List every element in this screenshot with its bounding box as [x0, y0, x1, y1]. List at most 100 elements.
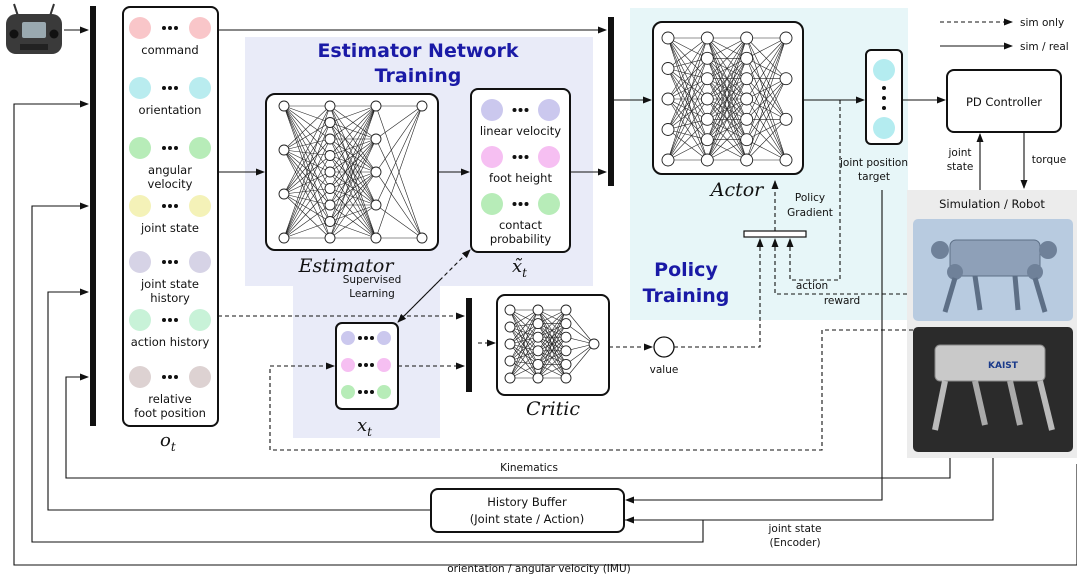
nn-edge	[509, 343, 539, 379]
imu-label: orientation / angular velocity (IMU)	[447, 563, 630, 575]
nn-edge	[375, 204, 423, 239]
nn-node	[740, 31, 754, 45]
nn-edge	[329, 171, 377, 222]
nn-edge	[329, 105, 377, 140]
nn-edge	[329, 105, 377, 239]
nn-node	[700, 72, 714, 86]
nn-edge	[537, 309, 567, 338]
real-robot-icon: KAIST	[932, 344, 1055, 431]
nn-node	[740, 133, 754, 147]
nn-node	[740, 112, 754, 126]
nn-node	[504, 304, 516, 316]
nn-edge	[283, 149, 331, 239]
nn-edge	[509, 326, 539, 365]
nn-edge	[283, 193, 331, 206]
observation-label: foot position	[134, 406, 206, 420]
policy-training-title-2: Training	[643, 285, 730, 307]
nn-edge	[667, 37, 708, 79]
pd-controller-box	[946, 69, 1062, 133]
ellipsis-dot	[512, 155, 517, 159]
nn-edge	[283, 138, 331, 239]
ellipsis-dot	[370, 390, 374, 394]
critic-network	[504, 304, 600, 384]
nn-edge	[509, 326, 539, 352]
feature-node	[129, 309, 151, 331]
nn-edge	[329, 105, 377, 156]
input-bar	[90, 6, 96, 426]
ellipsis-dot	[174, 86, 178, 90]
nn-edge	[329, 138, 377, 239]
nn-node	[324, 216, 336, 227]
actor-network	[661, 31, 793, 167]
target-dot	[882, 86, 886, 90]
ellipsis-dot	[162, 26, 166, 30]
nn-edge	[329, 105, 377, 206]
nn-node	[370, 232, 382, 244]
nn-node	[560, 318, 572, 330]
nn-edge	[329, 221, 377, 239]
observation-symbol: ot	[160, 430, 176, 454]
nn-edge	[509, 343, 539, 365]
observation-label: history	[150, 291, 190, 305]
nn-edge	[667, 58, 708, 69]
true-state-item	[341, 358, 391, 372]
feature-node	[189, 309, 211, 331]
feature-node	[377, 358, 391, 372]
nn-edge	[565, 309, 595, 345]
nn-edge	[707, 98, 747, 161]
nn-node	[661, 92, 675, 106]
gradient-junction	[743, 230, 807, 238]
nn-edge	[329, 105, 377, 123]
ellipsis-dot	[168, 204, 172, 208]
observation-item: orientation	[129, 77, 211, 117]
ellipsis-dot	[518, 108, 523, 112]
joint-target-label: joint position	[839, 157, 908, 169]
value-label: value	[650, 364, 679, 376]
action-label: action	[796, 280, 828, 292]
ellipsis-dot	[174, 26, 178, 30]
ellipsis-dot	[364, 363, 368, 367]
nn-edge	[707, 37, 747, 79]
nn-node	[504, 338, 516, 350]
nn-edge	[667, 37, 708, 59]
svg-text:sim only: sim only	[1020, 17, 1064, 29]
observation-item: command	[129, 17, 211, 57]
nn-node	[504, 372, 516, 384]
nn-edge	[707, 78, 747, 161]
nn-node	[532, 345, 544, 357]
nn-edge	[667, 37, 708, 161]
nn-edge	[283, 105, 331, 195]
pd-controller-label: PD Controller	[966, 95, 1042, 109]
ellipsis-dot	[370, 336, 374, 340]
estimate-symbol: x̃t	[512, 256, 527, 280]
joystick-icon	[6, 3, 62, 54]
nn-edge	[667, 98, 708, 130]
nn-edge	[283, 105, 331, 151]
nn-node	[779, 31, 793, 45]
history-buffer-label-2: (Joint state / Action)	[470, 512, 584, 526]
ellipsis-dot	[524, 108, 529, 112]
estimate-item: linear velocity	[480, 99, 561, 138]
nn-node	[504, 321, 516, 333]
nn-edge	[375, 105, 423, 173]
sim-robot-title: Simulation / Robot	[939, 197, 1045, 211]
nn-edge	[746, 37, 787, 140]
nn-edge	[283, 105, 331, 239]
target-dot	[882, 96, 886, 100]
feature-node	[129, 251, 151, 273]
nn-node	[324, 166, 336, 178]
nn-node	[278, 188, 290, 200]
nn-edge	[667, 78, 708, 161]
ellipsis-dot	[162, 86, 166, 90]
nn-edge	[746, 119, 787, 140]
nn-edge	[746, 37, 787, 79]
nn-node	[278, 232, 290, 244]
nn-node	[779, 153, 793, 167]
nn-edge	[746, 37, 787, 120]
nn-edge	[283, 105, 331, 206]
nn-edge	[283, 188, 331, 195]
nn-edge	[283, 138, 331, 195]
